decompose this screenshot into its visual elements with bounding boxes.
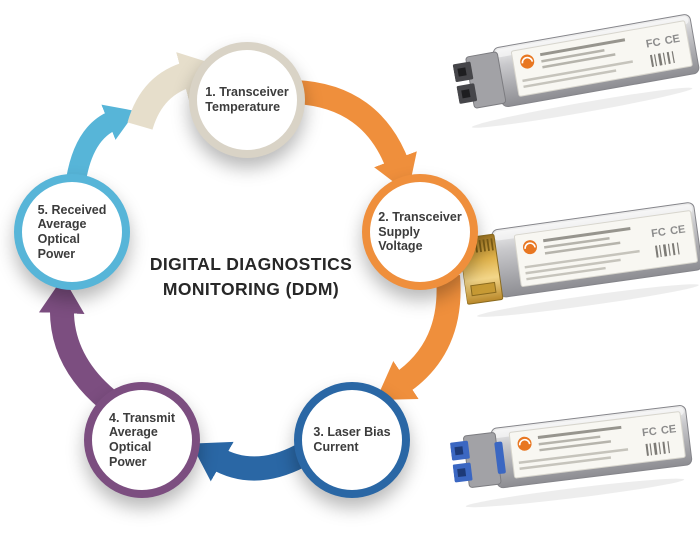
brand-logo-swoosh [524,242,536,249]
label-text-lines [524,226,640,281]
ce-mark: CE [669,223,686,237]
fcc-mark: FC [645,36,662,50]
label-text-lines [522,38,634,89]
arrow-into-step1 [127,52,221,131]
diagram-title: DIGITAL DIAGNOSTICS MONITORING (DDM) [149,254,353,299]
cycle-step-1: 1. Transceiver Temperature [189,42,305,158]
sfp-fiber-module-bottom: FC CE [450,405,693,508]
cycle-step-4-label: 4. Transmit Average Optical Power [109,410,175,469]
cycle-step-1-label: 1. Transceiver Temperature [205,85,289,114]
sfp-fiber-module-top: FC CE [452,14,700,128]
brand-logo-swoosh [518,438,531,446]
module-shadow [465,478,685,508]
arrow-step4-to-step5 [38,277,116,410]
brand-logo-swoosh [521,56,534,64]
lc-connector-blue-icon [450,440,473,483]
label-barcode [655,242,680,258]
cycle-step-5: 5. Received Average Optical Power [14,174,130,290]
arrow-step3-to-step4 [191,441,306,482]
module-shadow [477,284,699,317]
cycle-step-3: 3. Laser Bias Current [294,382,410,498]
cycle-step-2-label: 2. Transceiver Supply Voltage [378,209,462,254]
fcc-mark: FC [641,426,657,440]
ce-mark: CE [664,33,681,47]
cycle-step-4: 4. Transmit Average Optical Power [84,382,200,498]
cycle-step-2: 2. Transceiver Supply Voltage [362,174,478,290]
module-label [508,411,686,479]
module-shadow [471,87,693,128]
sfp-copper-module-middle: FC CE [457,202,700,317]
arrow-step5-to-step1 [66,104,137,182]
cycle-step-5-label: 5. Received Average Optical Power [37,202,107,261]
lc-connector-icon [452,61,478,104]
blue-latch [494,441,506,474]
label-barcode [649,51,675,67]
label-text-lines [518,425,629,470]
ce-mark: CE [660,423,677,437]
module-label [510,20,693,97]
arrow-step1-to-step2 [295,80,417,193]
label-barcode [645,441,670,456]
arrow-step2-to-step3 [376,275,461,400]
fcc-mark: FC [651,226,667,240]
cycle-step-3-label: 3. Laser Bias Current [313,425,391,454]
